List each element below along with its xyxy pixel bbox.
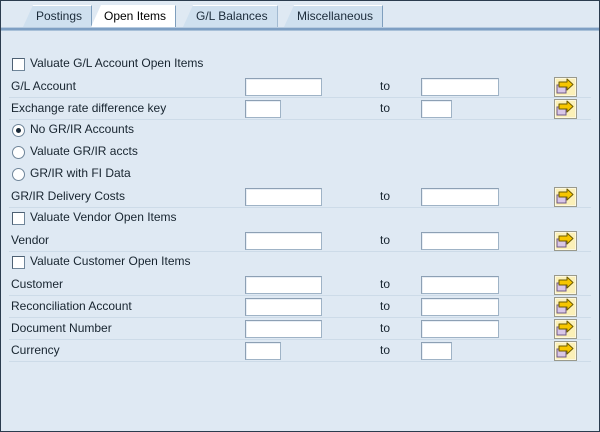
input-gr-ir-delivery-costs-from[interactable] bbox=[245, 188, 322, 206]
multiple-selection-button-document-number[interactable] bbox=[554, 319, 577, 339]
row-separator bbox=[9, 119, 591, 120]
row-separator bbox=[9, 251, 591, 252]
multiple-selection-arrow-icon bbox=[555, 78, 576, 96]
row-currency: Currency to bbox=[1, 340, 599, 362]
tab-postings[interactable]: Postings bbox=[23, 5, 93, 27]
row-valuate-gr-ir-accts: Valuate GR/IR accts bbox=[1, 142, 599, 164]
tab-label: G/L Balances bbox=[196, 9, 268, 23]
multiple-selection-button-exchange-rate-difference-key[interactable] bbox=[554, 99, 577, 119]
label-valuate-vendor-open-items: Valuate Vendor Open Items bbox=[30, 210, 177, 224]
label-document-number: Document Number bbox=[11, 321, 112, 335]
row-separator bbox=[9, 295, 591, 296]
to-label: to bbox=[380, 343, 391, 357]
row-separator bbox=[9, 317, 591, 318]
label-currency: Currency bbox=[11, 343, 60, 357]
multiple-selection-arrow-icon bbox=[555, 342, 576, 360]
to-label: to bbox=[380, 299, 391, 313]
row-valuate-vendor-open-items: Valuate Vendor Open Items bbox=[1, 208, 599, 230]
to-label: to bbox=[380, 321, 391, 335]
input-customer-from[interactable] bbox=[245, 276, 322, 294]
multiple-selection-button-reconciliation-account[interactable] bbox=[554, 297, 577, 317]
to-label: to bbox=[380, 101, 391, 115]
row-document-number: Document Number to bbox=[1, 318, 599, 340]
tab-miscellaneous[interactable]: Miscellaneous bbox=[284, 5, 384, 27]
row-gr-ir-with-fi-data: GR/IR with FI Data bbox=[1, 164, 599, 186]
input-currency-from[interactable] bbox=[245, 342, 281, 360]
multiple-selection-arrow-icon bbox=[555, 320, 576, 338]
multiple-selection-arrow-icon bbox=[555, 298, 576, 316]
label-reconciliation-account: Reconciliation Account bbox=[11, 299, 132, 313]
checkbox-valuate-vendor-open-items[interactable] bbox=[12, 212, 25, 225]
input-exchange-rate-difference-key-from[interactable] bbox=[245, 100, 281, 118]
row-separator bbox=[9, 339, 591, 340]
row-no-gr-ir-accounts: No GR/IR Accounts bbox=[1, 120, 599, 142]
label-customer: Customer bbox=[11, 277, 64, 291]
row-separator bbox=[9, 97, 591, 98]
row-vendor: Vendor to bbox=[1, 230, 599, 252]
tab-strip: Postings Open Items G/L Balances Miscell… bbox=[1, 1, 599, 31]
row-customer: Customer to bbox=[1, 274, 599, 296]
row-gr-ir-delivery-costs: GR/IR Delivery Costs to bbox=[1, 186, 599, 208]
multiple-selection-arrow-icon bbox=[555, 276, 576, 294]
tab-gl-balances[interactable]: G/L Balances bbox=[183, 5, 278, 27]
multiple-selection-button-customer[interactable] bbox=[554, 275, 577, 295]
radio-valuate-gr-ir-accts[interactable] bbox=[12, 146, 25, 159]
row-valuate-customer-open-items: Valuate Customer Open Items bbox=[1, 252, 599, 274]
label-exchange-rate-difference-key: Exchange rate difference key bbox=[11, 101, 167, 115]
label-gr-ir-delivery-costs: GR/IR Delivery Costs bbox=[11, 189, 126, 203]
checkbox-valuate-gl-account-open-items[interactable] bbox=[12, 58, 25, 71]
multiple-selection-button-gr-ir-delivery-costs[interactable] bbox=[554, 187, 577, 207]
row-gl-account: G/L Account to bbox=[1, 76, 599, 98]
multiple-selection-arrow-icon bbox=[555, 100, 576, 118]
input-gr-ir-delivery-costs-to[interactable] bbox=[421, 188, 499, 206]
multiple-selection-arrow-icon bbox=[555, 232, 576, 250]
to-label: to bbox=[380, 189, 391, 203]
input-vendor-from[interactable] bbox=[245, 232, 322, 250]
tab-strip-underline bbox=[1, 27, 599, 31]
input-reconciliation-account-from[interactable] bbox=[245, 298, 322, 316]
radio-no-gr-ir-accounts[interactable] bbox=[12, 124, 25, 137]
row-separator bbox=[9, 361, 591, 362]
row-separator bbox=[9, 207, 591, 208]
radio-gr-ir-with-fi-data[interactable] bbox=[12, 168, 25, 181]
input-document-number-from[interactable] bbox=[245, 320, 322, 338]
input-reconciliation-account-to[interactable] bbox=[421, 298, 499, 316]
tab-label: Miscellaneous bbox=[297, 9, 374, 23]
label-gl-account: G/L Account bbox=[11, 79, 76, 93]
row-reconciliation-account: Reconciliation Account to bbox=[1, 296, 599, 318]
multiple-selection-button-gl-account[interactable] bbox=[554, 77, 577, 97]
tab-label: Postings bbox=[36, 9, 83, 23]
tab-open-items[interactable]: Open Items bbox=[91, 5, 177, 27]
input-gl-account-to[interactable] bbox=[421, 78, 499, 96]
row-exchange-rate-difference-key: Exchange rate difference key to bbox=[1, 98, 599, 120]
multiple-selection-button-currency[interactable] bbox=[554, 341, 577, 361]
multiple-selection-arrow-icon bbox=[555, 188, 576, 206]
label-valuate-gr-ir-accts: Valuate GR/IR accts bbox=[30, 144, 138, 158]
multiple-selection-button-vendor[interactable] bbox=[554, 231, 577, 251]
label-no-gr-ir-accounts: No GR/IR Accounts bbox=[30, 122, 135, 136]
to-label: to bbox=[380, 79, 391, 93]
input-currency-to[interactable] bbox=[421, 342, 452, 360]
label-vendor: Vendor bbox=[11, 233, 50, 247]
open-items-form: Valuate G/L Account Open Items G/L Accou… bbox=[1, 32, 599, 431]
checkbox-valuate-customer-open-items[interactable] bbox=[12, 256, 25, 269]
input-document-number-to[interactable] bbox=[421, 320, 499, 338]
row-valuate-gl-account-open-items: Valuate G/L Account Open Items bbox=[1, 54, 599, 76]
input-exchange-rate-difference-key-to[interactable] bbox=[421, 100, 452, 118]
input-customer-to[interactable] bbox=[421, 276, 499, 294]
to-label: to bbox=[380, 233, 391, 247]
input-gl-account-from[interactable] bbox=[245, 78, 322, 96]
label-valuate-gl-account-open-items: Valuate G/L Account Open Items bbox=[30, 56, 204, 70]
tab-label: Open Items bbox=[104, 9, 167, 23]
label-gr-ir-with-fi-data: GR/IR with FI Data bbox=[30, 166, 131, 180]
input-vendor-to[interactable] bbox=[421, 232, 499, 250]
to-label: to bbox=[380, 277, 391, 291]
label-valuate-customer-open-items: Valuate Customer Open Items bbox=[30, 254, 191, 268]
